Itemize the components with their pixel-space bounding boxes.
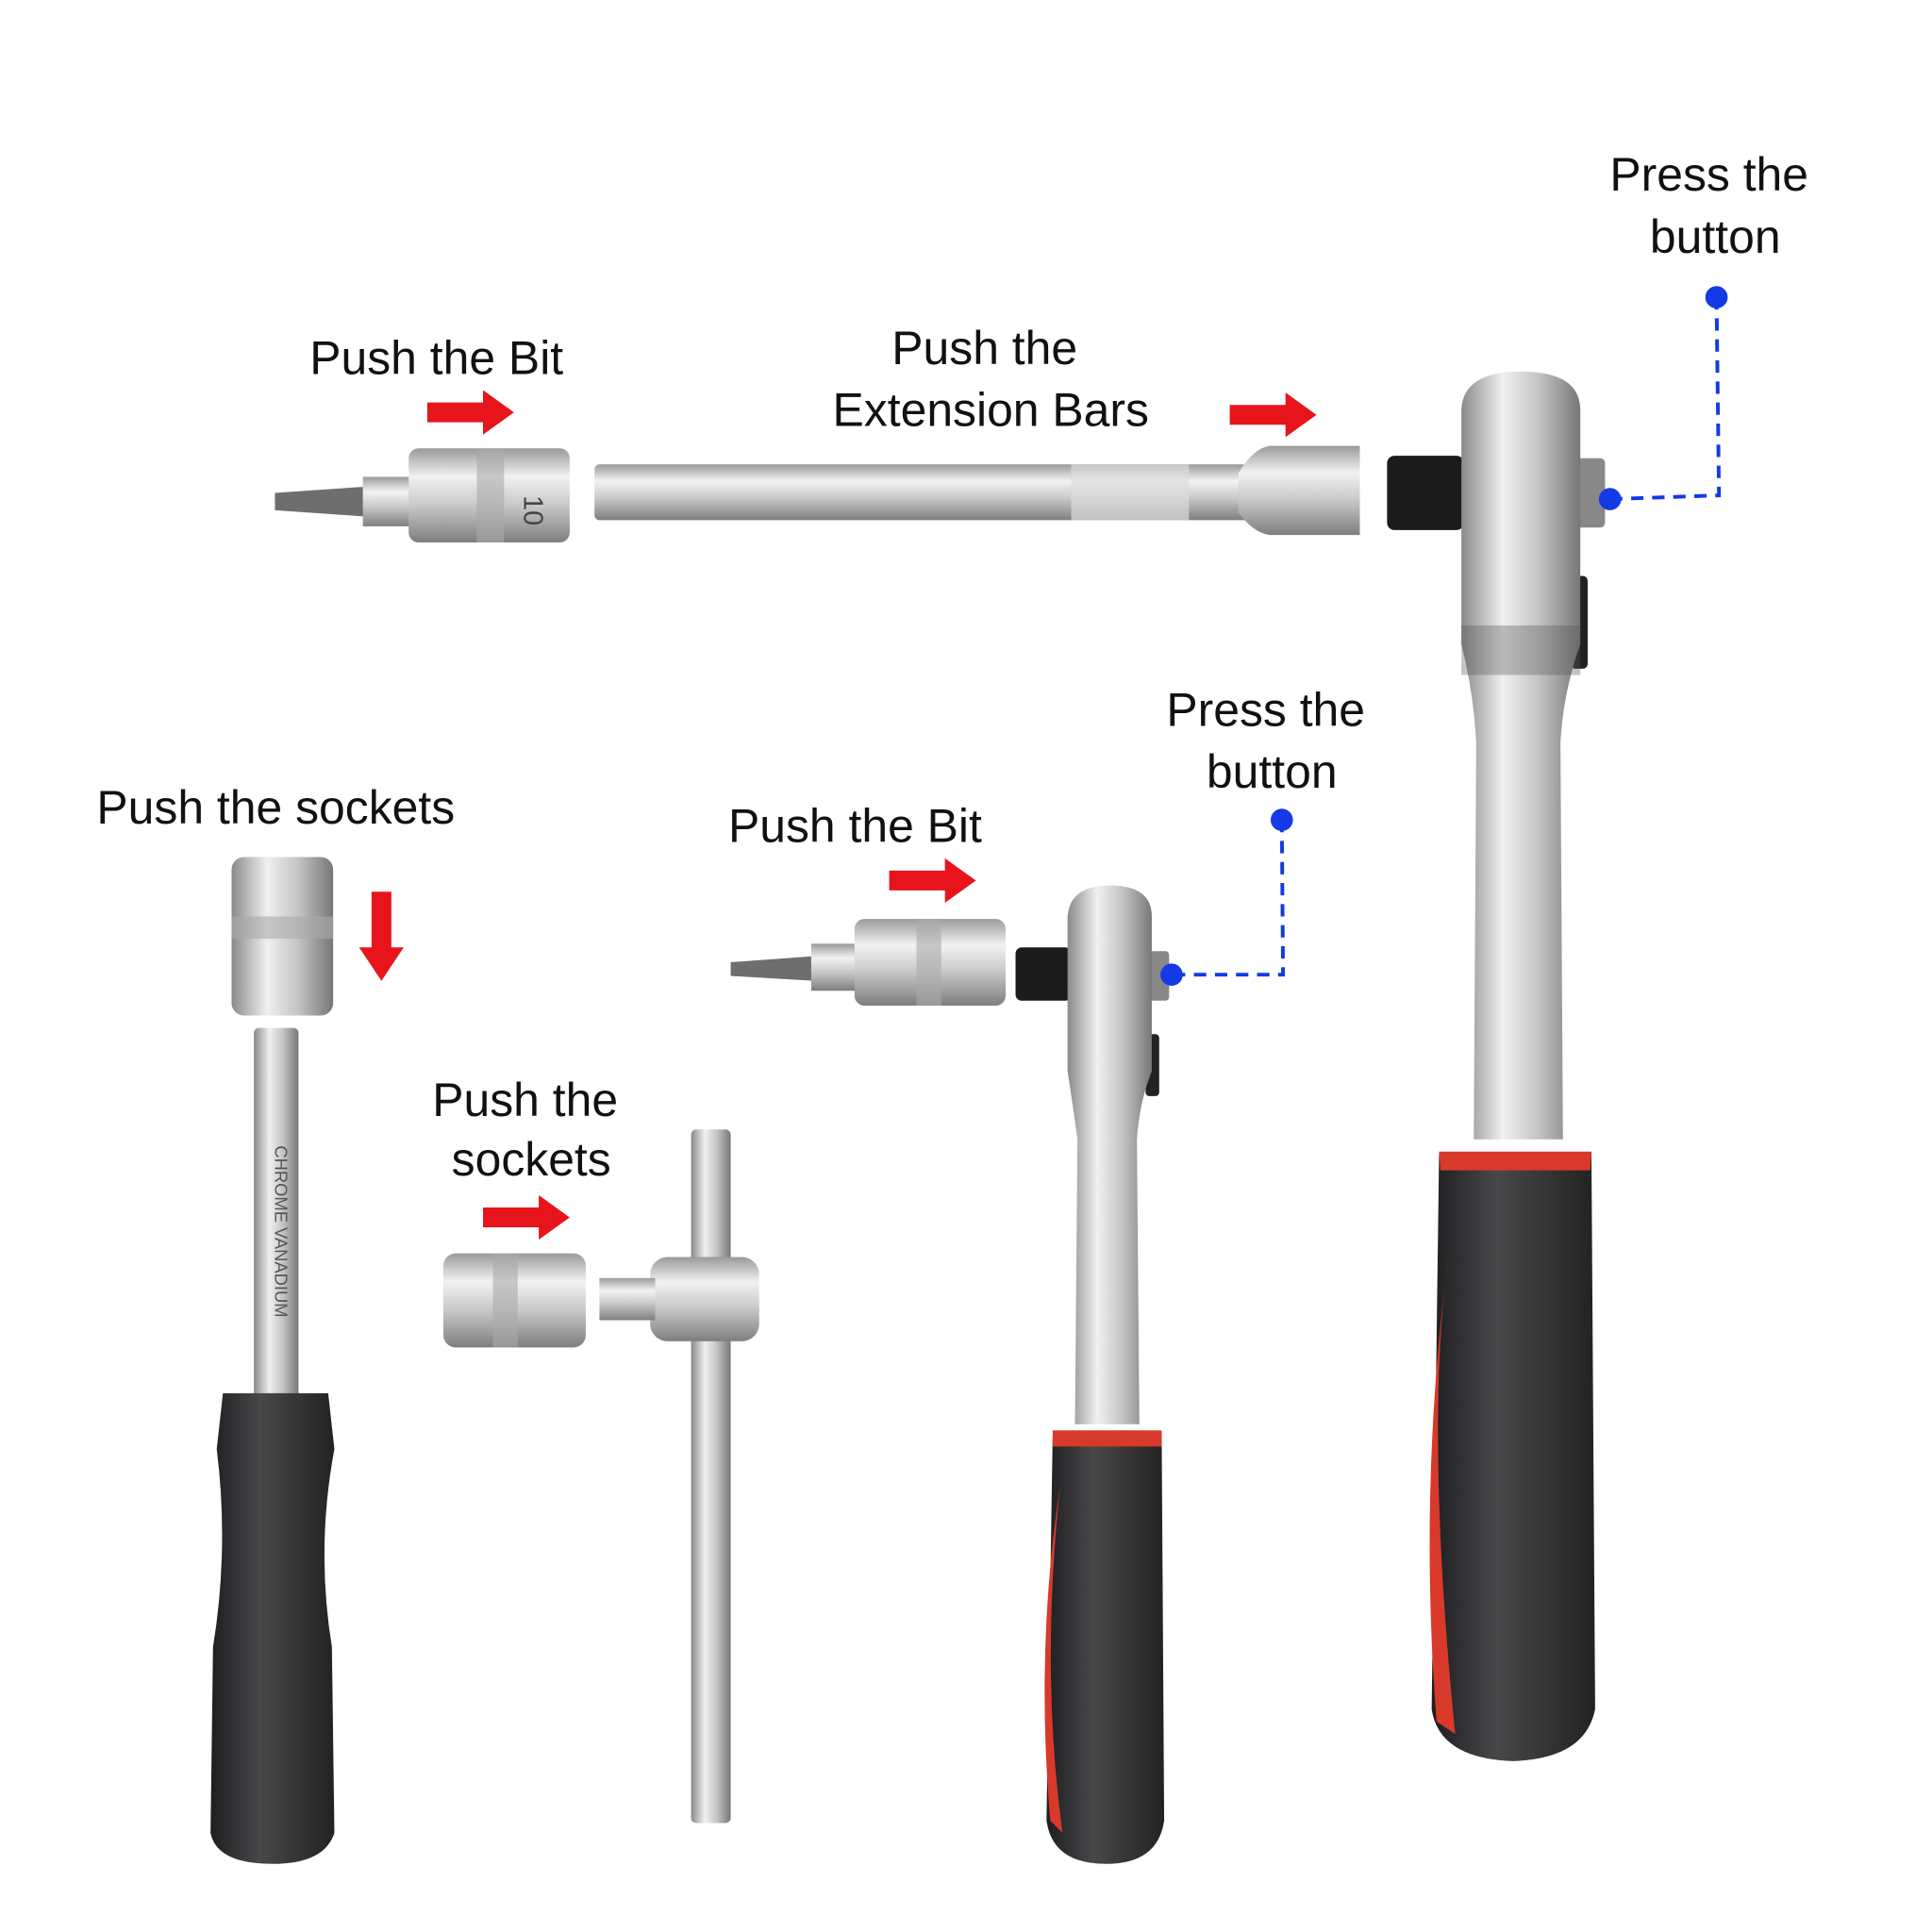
large-ratchet bbox=[1387, 371, 1606, 1761]
socket-screwdriver: CHROME VANADIUM bbox=[210, 857, 335, 1864]
square-drive bbox=[1387, 456, 1464, 530]
pointer-dot bbox=[1705, 286, 1728, 308]
label-press-button-top-1: Press the bbox=[1609, 148, 1808, 201]
arrow-right-icon bbox=[1229, 392, 1317, 438]
grip-handle bbox=[1431, 1151, 1595, 1761]
pointer-dot bbox=[1160, 963, 1183, 987]
label-push-extension-1: Push the bbox=[891, 322, 1077, 375]
screwdriver-handle bbox=[210, 1392, 335, 1864]
label-press-button-mid-2: button bbox=[1207, 745, 1338, 798]
label-push-extension-2: Extension Bars bbox=[833, 384, 1149, 437]
square-drive bbox=[1015, 947, 1072, 1001]
grip-handle bbox=[1046, 1434, 1165, 1864]
bit-socket-top: 10 bbox=[275, 448, 570, 543]
arrow-right-icon bbox=[889, 858, 976, 904]
label-push-bit-top: Push the Bit bbox=[309, 331, 563, 384]
label-push-sockets-left: Push the sockets bbox=[96, 781, 455, 834]
extension-bar bbox=[594, 445, 1360, 536]
label-press-button-mid-1: Press the bbox=[1166, 683, 1365, 736]
pointer-dot bbox=[1598, 488, 1622, 510]
shaft-marking: CHROME VANADIUM bbox=[271, 1145, 291, 1317]
release-button bbox=[1149, 951, 1170, 1001]
label-press-button-top-2: button bbox=[1650, 210, 1781, 263]
arrow-right-icon bbox=[483, 1194, 570, 1241]
label-push-bit-mid: Push the Bit bbox=[728, 800, 982, 853]
bit-socket-mid bbox=[730, 919, 1007, 1007]
socket-size-marking: 10 bbox=[517, 495, 547, 525]
release-button bbox=[1574, 458, 1606, 528]
pointers bbox=[1171, 297, 1722, 977]
small-ratchet bbox=[1015, 885, 1170, 1864]
label-push-sockets-tbar-2: sockets bbox=[452, 1133, 611, 1186]
arrow-down-icon bbox=[358, 891, 404, 981]
pointer-dot bbox=[1270, 808, 1293, 831]
label-push-sockets-tbar-1: Push the bbox=[432, 1074, 618, 1126]
arrows bbox=[358, 390, 1317, 1241]
t-bar-handle bbox=[442, 1129, 759, 1824]
arrow-right-icon bbox=[426, 390, 514, 435]
